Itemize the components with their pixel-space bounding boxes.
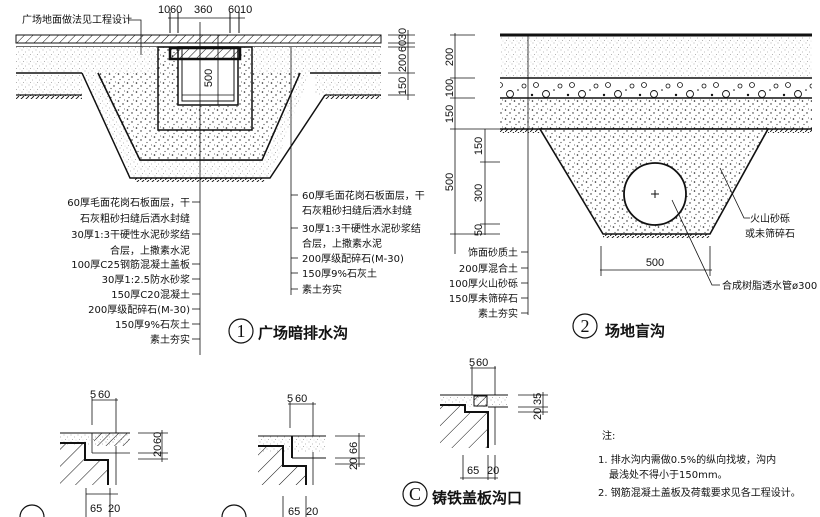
detail-b-top-60: 60 — [295, 393, 307, 405]
volcanic-gravel-layer — [500, 79, 812, 98]
detail-a-top-5: 5 — [90, 389, 96, 401]
dim-layer-200: 200 — [444, 48, 456, 66]
drawing-number-circle-1 — [228, 318, 254, 344]
drawing-1-trench-section: 500 10 60 360 60 10 广场地面做法见工程设计 30 60 20… — [15, 4, 415, 355]
note-1-line-2: 最浅处不得小于150mm。 — [609, 468, 728, 481]
ditch-callout-3: 150厚未筛碎石 — [449, 292, 518, 305]
callout-left-0: 60厚毛面花岗石板面层，干 — [67, 196, 190, 209]
drawing-number-circle-2 — [572, 313, 598, 339]
dim-layer-150: 150 — [444, 105, 456, 123]
detail-circle-a-partial — [19, 504, 45, 517]
callout-left-5: 30厚1:2.5防水砂浆 — [102, 273, 190, 286]
dim-trench-50: 50 — [473, 224, 485, 236]
detail-a-bottom-20: 20 — [108, 503, 120, 515]
detail-a-side-20: 20 — [152, 445, 164, 457]
detail-b-bottom-20: 20 — [306, 506, 318, 517]
sandy-topsoil-layer — [500, 37, 812, 78]
dim-top-10b: 10 — [240, 4, 252, 16]
detail-c-cast-iron-cover: 5 60 20 35 65 20 C 铸铁盖板沟口 — [402, 357, 548, 507]
callout-left-7: 200厚级配碎石(M-30) — [88, 303, 190, 316]
detail-c-top-60: 60 — [476, 357, 488, 369]
ditch-callout-2: 100厚火山砂砾 — [449, 277, 518, 290]
callout-left-4: 100厚C25钢筋混凝土盖板 — [71, 258, 190, 271]
detail-b-edge: 5 60 20 66 65 20 — [258, 393, 365, 517]
pipe-label: 合成树脂透水管ø300 — [722, 279, 817, 292]
fill-label-1: 或未筛碎石 — [745, 227, 795, 240]
note-2: 2. 钢筋混凝土盖板及荷载要求见各工程设计。 — [598, 486, 801, 499]
detail-a-top-60: 60 — [98, 389, 110, 401]
dim-right-60: 60 — [397, 40, 409, 52]
drawing-number-1: 1 — [237, 321, 246, 341]
drawing-1-right-callouts: 60厚毛面花岗石板面层，干 石灰粗砂扫缝后洒水封缝 30厚1:3干硬性水泥砂浆结… — [291, 189, 425, 296]
dim-trench-total-500: 500 — [444, 173, 456, 191]
detail-c-side-20: 20 — [532, 408, 544, 420]
dim-right-150: 150 — [397, 77, 409, 95]
granite-paving-layer — [15, 34, 382, 44]
cast-iron-cover — [473, 395, 488, 407]
detail-letter-c: C — [409, 484, 421, 504]
detail-a-side-60: 60 — [152, 432, 164, 444]
dim-trench-bottom-500: 500 — [646, 257, 664, 269]
callout-left-2: 30厚1:3干硬性水泥砂浆结 — [71, 228, 190, 241]
detail-c-title: 铸铁盖板沟口 — [432, 489, 522, 507]
detail-a-edge: 5 60 20 60 65 20 — [60, 389, 168, 517]
dim-layer-100: 100 — [444, 79, 456, 97]
note-1-line-1: 1. 排水沟内需做0.5%的纵向找坡，沟内 — [598, 453, 776, 466]
dim-right-30: 30 — [397, 28, 409, 40]
drawing-1-left-callouts: 60厚毛面花岗石板面层，干 石灰粗砂扫缝后洒水封缝 30厚1:3干硬性水泥砂浆结… — [67, 196, 200, 346]
detail-c-side-35: 35 — [532, 393, 544, 405]
callout-left-9: 素土夯实 — [150, 333, 190, 346]
cover-slab — [168, 46, 242, 61]
notes-block: 注: 1. 排水沟内需做0.5%的纵向找坡，沟内 最浅处不得小于150mm。 2… — [598, 429, 801, 499]
dim-trench-150: 150 — [473, 137, 485, 155]
drawing-title-1: 广场暗排水沟 — [258, 324, 348, 342]
detail-c-bottom-20: 20 — [487, 465, 499, 477]
callout-right-5: 150厚9%石灰土 — [302, 267, 377, 280]
callout-right-6: 素土夯实 — [302, 283, 342, 296]
dim-top-60a: 60 — [170, 4, 182, 16]
callout-right-2: 30厚1:3干硬性水泥砂浆结 — [302, 222, 421, 235]
callout-left-8: 150厚9%石灰土 — [115, 318, 190, 331]
ditch-callout-0: 饰面砂质土 — [468, 246, 518, 259]
detail-circle-b-partial — [221, 504, 247, 517]
drawing-2-blind-ditch: 200 100 150 150 300 50 500 500 火山砂砾 或未筛碎… — [444, 33, 817, 340]
callout-right-3: 合层，上撒素水泥 — [302, 237, 382, 250]
dim-inner-depth: 500 — [203, 69, 215, 87]
drawing-number-2: 2 — [581, 316, 590, 336]
ditch-callout-4: 素土夯实 — [478, 307, 518, 320]
detail-b-top-5: 5 — [287, 393, 293, 405]
detail-b-side-66: 66 — [348, 442, 360, 454]
detail-c-bottom-65: 65 — [467, 465, 479, 477]
detail-b-side-20: 20 — [348, 458, 360, 470]
callout-right-0: 60厚毛面花岗石板面层，干 — [302, 189, 425, 202]
dim-right-200: 200 — [397, 54, 409, 72]
callout-right-4: 200厚级配碎石(M-30) — [302, 252, 404, 265]
callout-left-1: 石灰粗砂扫缝后洒水封缝 — [80, 212, 190, 225]
detail-a-bottom-65: 65 — [90, 503, 102, 515]
drawing-1-title: 1 广场暗排水沟 — [228, 318, 348, 344]
detail-b-bottom-65: 65 — [288, 506, 300, 517]
crushed-stone-layer — [500, 99, 812, 129]
detail-c-top-5: 5 — [469, 357, 475, 369]
paving-note: 广场地面做法见工程设计 — [22, 13, 132, 26]
fill-label-0: 火山砂砾 — [750, 212, 790, 225]
dim-top-10a: 10 — [158, 4, 170, 16]
dim-trench-300: 300 — [473, 184, 485, 202]
callout-left-3: 合层，上撒素水泥 — [110, 244, 190, 257]
callout-left-6: 150厚C20混凝土 — [111, 288, 190, 301]
detail-letter-circle-c — [402, 481, 428, 507]
notes-heading: 注: — [602, 429, 615, 442]
callout-right-1: 石灰粗砂扫缝后洒水封缝 — [302, 204, 412, 217]
dim-top-60b: 60 — [228, 4, 240, 16]
drawing-title-2: 场地盲沟 — [605, 322, 665, 340]
dim-top-360: 360 — [194, 4, 212, 16]
ditch-callout-1: 200厚混合土 — [459, 262, 518, 275]
